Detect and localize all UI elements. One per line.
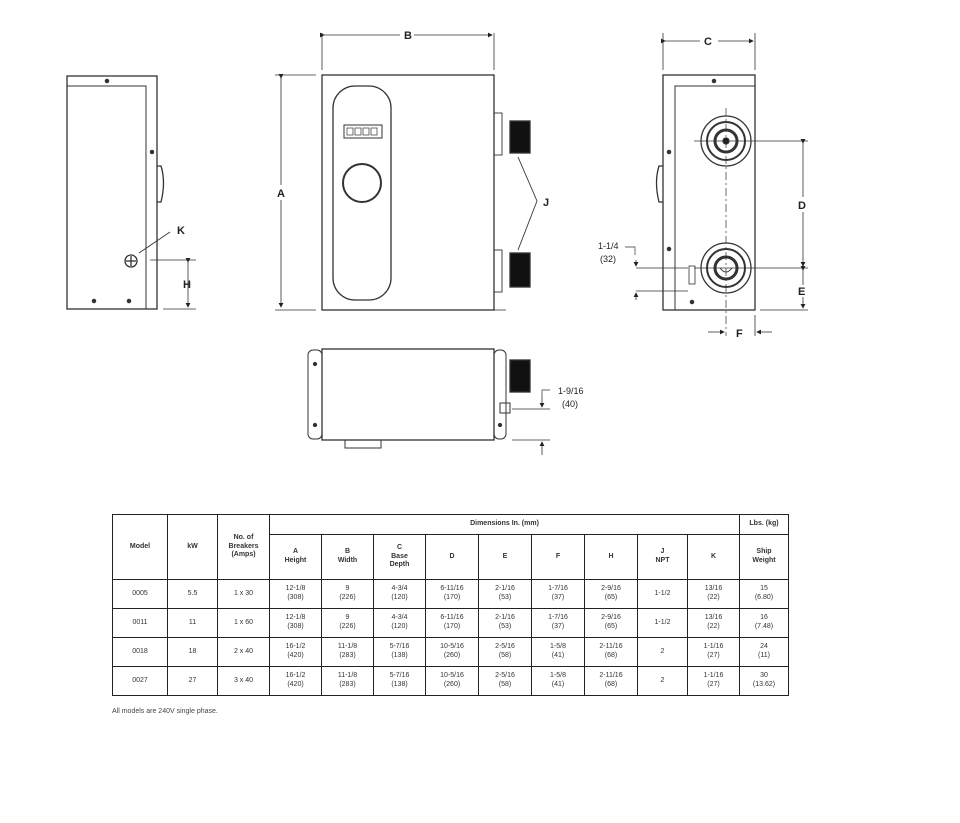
- cell-d: 10-5/16(260): [425, 666, 479, 696]
- cell-model: 0018: [112, 637, 168, 667]
- cell-weight: 30(13.62): [739, 666, 789, 696]
- cell-b: 9(226): [321, 608, 374, 638]
- label-f: F: [736, 328, 743, 340]
- label-c: C: [704, 36, 712, 48]
- header-kw: kW: [167, 514, 218, 580]
- side-view-right: [625, 33, 808, 336]
- cell-a: 12-1/8(308): [269, 608, 322, 638]
- cell-e: 2-1/16(53): [478, 608, 532, 638]
- label-offset-side-mm: (32): [600, 254, 616, 264]
- cell-breakers: 3 x 40: [217, 666, 270, 696]
- dimension-drawing: K H B A J: [66, 30, 808, 455]
- cell-d: 6-11/16(170): [425, 579, 479, 609]
- table-row: 0018 18 2 x 40 16-1/2(420) 11-1/8(283) 5…: [112, 637, 789, 667]
- cell-weight: 16(7.48): [739, 608, 789, 638]
- cell-d: 6-11/16(170): [425, 608, 479, 638]
- header-h: H: [584, 534, 638, 580]
- header-dimensions-group: Dimensions In. (mm): [269, 514, 740, 535]
- cell-e: 2-1/16(53): [478, 579, 532, 609]
- label-a: A: [277, 188, 285, 200]
- cell-weight: 24(11): [739, 637, 789, 667]
- label-offset-bottom: 1-9/16: [558, 386, 584, 396]
- cell-b: 9(226): [321, 579, 374, 609]
- cell-k: 13/16(22): [687, 608, 740, 638]
- cell-j: 2: [637, 637, 688, 667]
- table-row: 0027 27 3 x 40 16-1/2(420) 11-1/8(283) 5…: [112, 666, 789, 696]
- cell-breakers: 1 x 60: [217, 608, 270, 638]
- cell-h: 2-11/16(68): [584, 637, 638, 667]
- cell-k: 1-1/16(27): [687, 666, 740, 696]
- cell-e: 2-5/16(58): [478, 666, 532, 696]
- cell-k: 1-1/16(27): [687, 637, 740, 667]
- header-e: E: [478, 534, 532, 580]
- label-k: K: [177, 225, 185, 237]
- cell-b: 11-1/8(283): [321, 666, 374, 696]
- front-view: [275, 32, 538, 311]
- cell-a: 16-1/2(420): [269, 637, 322, 667]
- label-e: E: [798, 286, 805, 298]
- cell-weight: 15(6.80): [739, 579, 789, 609]
- cell-c: 5-7/16(138): [373, 666, 426, 696]
- label-d: D: [798, 200, 806, 212]
- label-h: H: [183, 279, 191, 291]
- cell-breakers: 1 x 30: [217, 579, 270, 609]
- cell-model: 0011: [112, 608, 168, 638]
- cell-h: 2-9/16(65): [584, 579, 638, 609]
- cell-c: 5-7/16(138): [373, 637, 426, 667]
- cell-a: 12-1/8(308): [269, 579, 322, 609]
- cell-kw: 5.5: [167, 579, 218, 609]
- table-row: 0011 11 1 x 60 12-1/8(308) 9(226) 4-3/4(…: [112, 608, 789, 638]
- label-offset-side: 1-1/4: [598, 241, 619, 251]
- cell-model: 0005: [112, 579, 168, 609]
- cell-kw: 27: [167, 666, 218, 696]
- cell-model: 0027: [112, 666, 168, 696]
- cell-a: 16-1/2(420): [269, 666, 322, 696]
- cell-j: 1-1/2: [637, 608, 688, 638]
- header-k: K: [687, 534, 740, 580]
- cell-j: 2: [637, 666, 688, 696]
- side-view-left: [66, 75, 196, 310]
- cell-kw: 18: [167, 637, 218, 667]
- cell-d: 10-5/16(260): [425, 637, 479, 667]
- cell-f: 1-7/16(37): [531, 608, 585, 638]
- cell-h: 2-9/16(65): [584, 608, 638, 638]
- cell-c: 4-3/4(120): [373, 608, 426, 638]
- label-offset-bottom-mm: (40): [562, 399, 578, 409]
- bottom-view: [307, 348, 550, 455]
- cell-c: 4-3/4(120): [373, 579, 426, 609]
- header-model: Model: [112, 514, 168, 580]
- cell-h: 2-11/16(68): [584, 666, 638, 696]
- header-d: D: [425, 534, 479, 580]
- cell-f: 1-5/8(41): [531, 637, 585, 667]
- table-row: 0005 5.5 1 x 30 12-1/8(308) 9(226) 4-3/4…: [112, 579, 789, 609]
- cell-j: 1-1/2: [637, 579, 688, 609]
- label-b: B: [404, 30, 412, 42]
- cell-f: 1-7/16(37): [531, 579, 585, 609]
- cell-f: 1-5/8(41): [531, 666, 585, 696]
- cell-kw: 11: [167, 608, 218, 638]
- label-j: J: [543, 197, 549, 209]
- cell-k: 13/16(22): [687, 579, 740, 609]
- cell-e: 2-5/16(58): [478, 637, 532, 667]
- cell-b: 11-1/8(283): [321, 637, 374, 667]
- header-f: F: [531, 534, 585, 580]
- table-footnote: All models are 240V single phase.: [112, 708, 218, 715]
- header-weight-group: Lbs. (kg): [739, 514, 789, 535]
- cell-breakers: 2 x 40: [217, 637, 270, 667]
